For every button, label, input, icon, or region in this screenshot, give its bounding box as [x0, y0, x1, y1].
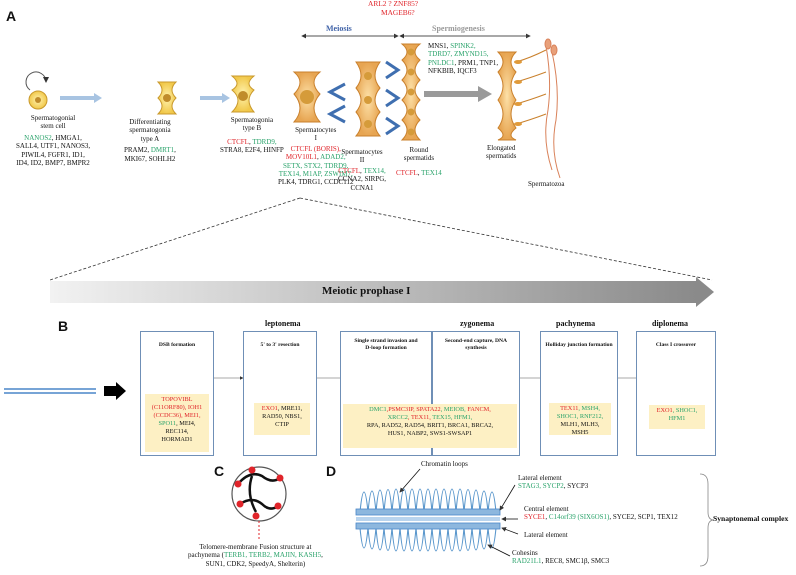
dloop-genes: DMC1,PSMC3IP, SPATA22, MEIOB, FANCM, XRC… — [343, 404, 517, 448]
dsDNA-left — [4, 388, 96, 394]
telomere-nucleus — [231, 466, 287, 541]
telomere-caption: Telomere-membrane Fusion structure at pa… — [188, 543, 323, 568]
spermatocyte-1-cell — [292, 71, 322, 123]
spermatogonia-b-cell — [230, 75, 256, 113]
stage-zygonema: zygonema — [460, 319, 495, 328]
meiosis-label: Meiosis — [326, 24, 352, 33]
cohesins-label: Cohesins RAD21L1, REC8, SMC1β, SMC3 — [512, 549, 610, 566]
meiotic-prophase-label: Meiotic prophase I — [322, 285, 411, 297]
stage-pachynema: pachynema — [556, 319, 596, 328]
box-class-i-crossover: Class I crossover EXO1, SHOC1, HFM1 — [636, 331, 716, 456]
spermatocyte-2-cells — [354, 61, 382, 137]
division-arrow — [326, 82, 346, 102]
panel-label-b: B — [58, 318, 69, 334]
central-element: Central element SYCE1, C14orf39 (SIX6OS1… — [524, 505, 678, 522]
stage-diplonema: diplonema — [652, 319, 689, 328]
stage-leptonema: leptonema — [265, 319, 301, 328]
synaptonemal-complex-drawing — [355, 468, 519, 557]
round-spermatids — [400, 43, 422, 141]
spermatozoa-label: Spermatozoa — [528, 180, 565, 188]
elongated-spermatids — [496, 49, 547, 141]
chromatin-loops-label: Chromatin loops — [421, 460, 468, 468]
panel-label-a: A — [6, 8, 17, 24]
box-resection: 5' to 3' resection EXO1, MRE11, RAD50, N… — [243, 331, 317, 456]
panel-label-c: C — [214, 463, 225, 479]
diff-spermatogonia-cell — [156, 81, 178, 115]
panel-label-d: D — [326, 463, 337, 479]
lateral-element-2: Lateral element — [524, 531, 568, 539]
spermiogenesis-label: Spermiogenesis — [432, 24, 485, 33]
entry-arrow — [104, 382, 126, 400]
ssc-cell — [25, 71, 49, 110]
synaptonemal-complex-label: Synaptonemal complex — [713, 514, 789, 523]
top-red-line1: ARL2 ? ZNF85? — [368, 0, 419, 8]
meiotic-prophase-arrow — [50, 277, 714, 307]
spermio-genes: MNS1, SPINK2, TDRD7, ZMYND15, PNLDC1, PR… — [428, 42, 499, 76]
box-holliday-junction: Holliday junction formation TEX11, MSH4,… — [540, 331, 618, 456]
top-red-line2: MAGEB6? — [381, 8, 415, 17]
spermatozoa — [544, 38, 561, 179]
box-dsb-formation: DSB formation TOPOVIBL (C11ORF80), IOH1 … — [140, 331, 214, 456]
sc-bracket — [699, 473, 715, 567]
lateral-element-1: Lateral element STAG3, SYCP2, SYCP3 — [518, 474, 589, 491]
